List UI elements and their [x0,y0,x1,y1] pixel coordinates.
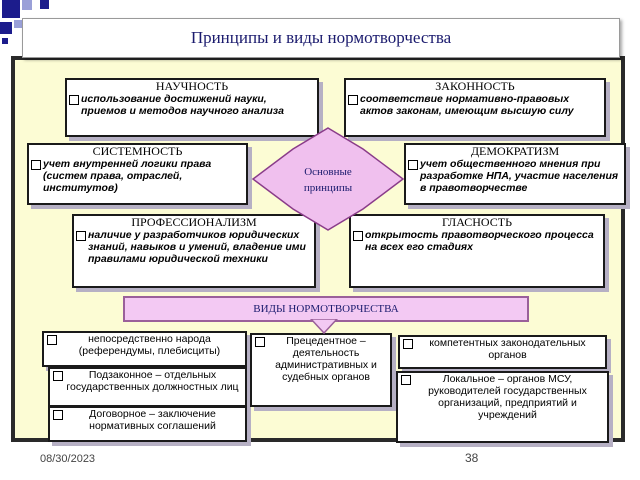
principle-box-science: НАУЧНОСТЬ использование достижений науки… [65,78,319,137]
decor-square [2,0,20,18]
decor-square [2,38,8,44]
principle-heading: ПРОФЕССИОНАЛИЗМ [131,215,257,229]
type-text: Прецедентное – деятельность администрати… [252,335,390,383]
principle-box-democracy: ДЕМОКРАТИЗМ учет общественного мнения пр… [404,143,626,205]
type-box-legislative: компетентных законодательных органов [398,335,607,369]
principle-description: соответствие нормативно-правовых актов з… [346,93,604,117]
decor-square [22,0,32,10]
principle-heading: ГЛАСНОСТЬ [442,215,512,229]
footer-date: 08/30/2023 [40,453,96,465]
title-box: Принципы и виды нормотворчества [22,18,620,58]
principle-description: учет внутренней логики права (систем пра… [29,158,246,194]
down-arrow-icon [309,319,339,335]
type-text: непосредственно народа (референдумы, пле… [44,333,245,357]
principle-description: наличие у разработчиков юридических знан… [74,229,314,265]
principle-heading: ЗАКОННОСТЬ [435,79,515,93]
page-number: 38 [465,451,479,465]
type-text: Локальное – органов МСУ, руководителей г… [398,373,607,421]
type-box-contractual: Договорное – заключение нормативных согл… [48,406,247,442]
type-box-direct: непосредственно народа (референдумы, пле… [42,331,247,367]
decor-square [40,0,49,9]
type-box-precedent: Прецедентное – деятельность администрати… [250,333,392,407]
principle-description: открытость правотворческого процесса на … [351,229,603,253]
decor-square [14,20,22,28]
principle-heading: НАУЧНОСТЬ [155,79,229,93]
type-box-subordinate: Подзаконное – отдельных государственных … [48,367,247,407]
decor-square [0,22,12,34]
principle-heading: ДЕМОКРАТИЗМ [470,144,560,158]
principle-box-legality: ЗАКОННОСТЬ соответствие нормативно-право… [344,78,606,137]
principle-heading: СИСТЕМНОСТЬ [92,144,183,158]
type-text: Подзаконное – отдельных государственных … [50,369,245,393]
principle-box-systemness: СИСТЕМНОСТЬ учет внутренней логики права… [27,143,248,205]
types-label: ВИДЫ НОРМОТВОРЧЕСТВА [253,303,399,315]
principle-description: учет общественного мнения при разработке… [406,158,624,194]
type-box-local: Локальное – органов МСУ, руководителей г… [396,371,609,443]
principle-box-professionalism: ПРОФЕССИОНАЛИЗМ наличие у разработчиков … [72,214,316,288]
page-title: Принципы и виды нормотворчества [190,28,452,47]
principle-description: использование достижений науки, приемов … [67,93,317,117]
type-text: компетентных законодательных органов [400,337,605,361]
type-text: Договорное – заключение нормативных согл… [50,408,245,432]
principle-box-publicity: ГЛАСНОСТЬ открытость правотворческого пр… [349,214,605,288]
